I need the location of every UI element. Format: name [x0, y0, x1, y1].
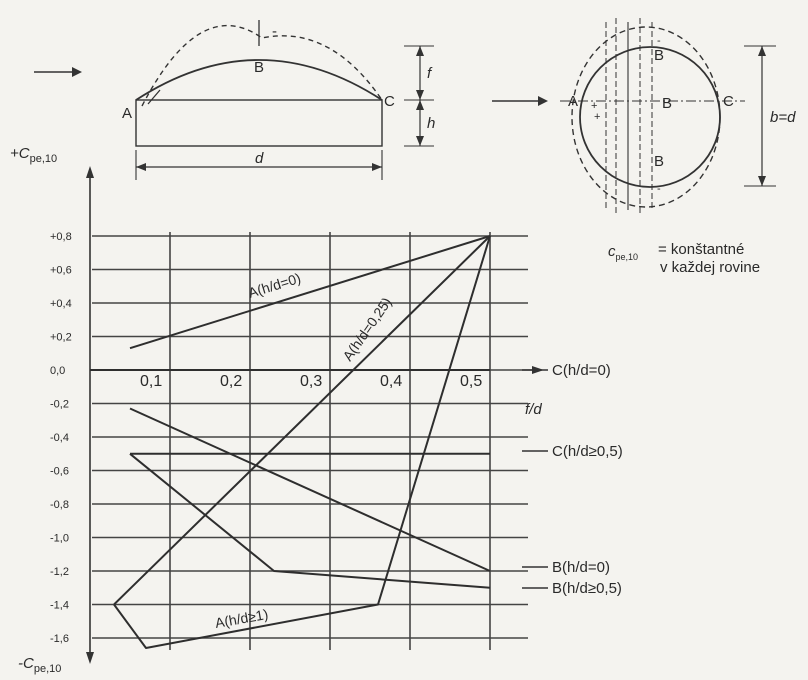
right-label-b-h05: B(h/d≥0,5): [552, 580, 622, 597]
dome-arc: [135, 59, 383, 101]
x-tick-label: 0,1: [140, 373, 162, 390]
cylinder-base-rect: [135, 99, 383, 147]
plus-sign-a-lower: +: [594, 111, 600, 123]
point-c-label-right: C: [723, 93, 734, 110]
dim-bd-arrow-top: [758, 46, 766, 56]
right-label-c-h05: C(h/d≥0,5): [552, 443, 623, 460]
series-line-3: [129, 407, 491, 572]
x-tick-labels: 0,1 0,2 0,3 0,4 0,5: [140, 373, 482, 390]
dim-bd-label: b=d: [770, 109, 796, 126]
minus-sign-plan-bottom: -: [657, 183, 661, 195]
point-b-label-top: B: [654, 47, 664, 64]
right-label-c-h0: C(h/d=0): [552, 362, 611, 379]
y-axis-arrow-down: [86, 652, 94, 664]
note-line-1: = konštantné: [658, 241, 744, 258]
pressure-dashed-curve: [141, 24, 383, 107]
dim-h-arrow-bottom: [416, 136, 424, 146]
minus-sign-plan-top: -: [657, 35, 661, 47]
x-axis-label: f/d: [525, 401, 542, 418]
wind-arrow-right-head: [538, 96, 548, 106]
x-tick-label: 0,5: [460, 373, 482, 390]
y-tick-label: -0,6: [50, 466, 69, 478]
note-line-2: v každej rovine: [660, 259, 760, 276]
y-tick-label: +0,8: [50, 231, 72, 243]
point-b-label-bottom: B: [654, 153, 664, 170]
point-b-label-middle: B: [662, 95, 672, 112]
y-tick-label: -0,4: [50, 432, 69, 444]
series-line-1: [113, 235, 491, 606]
y-tick-label: -0,2: [50, 399, 69, 411]
dim-f-arrow-bottom: [416, 90, 424, 100]
y-tick-label: -1,6: [50, 633, 69, 645]
point-b-label-left: B: [254, 59, 264, 76]
series-line-4: [129, 453, 491, 589]
y-axis-top-label: +Cpe,10: [10, 145, 57, 165]
y-tick-label: +0,6: [50, 265, 72, 277]
y-axis: +Cpe,10 -Cpe,10: [10, 145, 94, 675]
series-line-2: [113, 235, 491, 649]
plus-sign-a: +: [591, 100, 597, 112]
dome-elevation-diagram: - A B C d f h: [34, 20, 435, 180]
curve-label-a-h025: A(h/d=0,25): [339, 294, 394, 363]
dim-d-arrow-right: [372, 163, 382, 171]
y-tick-label: +0,2: [50, 332, 72, 344]
point-a-label-right: A: [568, 93, 578, 110]
y-tick-label: 0,0: [50, 365, 65, 377]
dim-d-arrow-left: [136, 163, 146, 171]
series-line-0: [129, 235, 491, 350]
chart-grid: [92, 232, 534, 650]
y-tick-label: -1,4: [50, 600, 69, 612]
y-tick-labels: +0,8 +0,6 +0,4 +0,2 0,0 -0,2 -0,4 -0,6 -0,8 -1,0 -…: [50, 231, 72, 645]
dim-bd-arrow-bottom: [758, 176, 766, 186]
point-c-label-left: C: [384, 93, 395, 110]
y-tick-label: -1,2: [50, 566, 69, 578]
y-tick-label: -1,0: [50, 533, 69, 545]
chart-series: [90, 235, 491, 649]
pressure-marker-a: [147, 89, 161, 105]
right-label-b-h0: B(h/d=0): [552, 559, 610, 576]
note-symbol: cpe,10: [608, 243, 638, 262]
dim-f-arrow-top: [416, 46, 424, 56]
x-axis: f/d: [525, 366, 544, 418]
x-tick-label: 0,4: [380, 373, 402, 390]
y-tick-label: -0,8: [50, 499, 69, 511]
wind-arrow-left-head: [72, 67, 82, 77]
y-axis-arrow-up: [86, 166, 94, 178]
x-tick-label: 0,2: [220, 373, 242, 390]
dim-h-label: h: [427, 115, 435, 132]
x-tick-label: 0,3: [300, 373, 322, 390]
y-axis-bottom-label: -Cpe,10: [18, 655, 61, 675]
minus-sign-top: -: [272, 23, 277, 40]
point-a-label-left: A: [122, 105, 132, 122]
dim-f-label: f: [427, 65, 433, 82]
dim-d-label: d: [255, 150, 264, 167]
dome-plan-diagram: A + + B B B - - C b=d cpe,10 = konštantn…: [492, 18, 796, 276]
y-tick-label: +0,4: [50, 298, 72, 310]
dim-h-arrow-top: [416, 100, 424, 110]
plan-circle: [579, 46, 721, 188]
